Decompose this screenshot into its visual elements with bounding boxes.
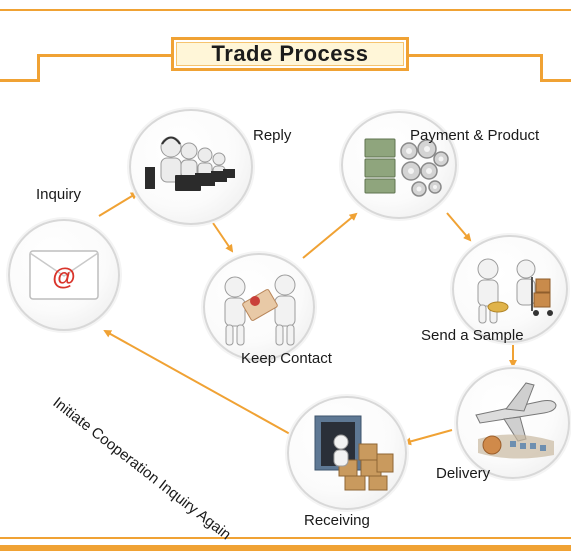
- arrow-keep-contact-to-payment: [302, 212, 358, 259]
- top-border-line: [0, 9, 571, 11]
- node-payment: [341, 111, 457, 219]
- header-bracket-right: [540, 79, 571, 82]
- arrow-reply-to-keep-contact: [212, 222, 234, 253]
- node-inquiry: @: [8, 219, 120, 331]
- label-payment: Payment & Product: [410, 127, 540, 144]
- header-bracket-right-top: [409, 54, 543, 57]
- handshake-figures-icon: [224, 274, 296, 346]
- bottom-border-line-thin: [0, 537, 571, 539]
- cargo-plane-icon: [475, 382, 557, 459]
- money-and-gears-icon: [364, 138, 449, 197]
- container-boxes-icon: [314, 415, 394, 491]
- label-delivery: Delivery: [436, 465, 491, 482]
- node-reply: [129, 109, 253, 225]
- label-receiving: Receiving: [304, 512, 370, 529]
- page-title: Trade Process: [211, 41, 369, 66]
- title-banner: Trade Process: [171, 37, 409, 71]
- label-reply: Reply: [253, 127, 292, 144]
- node-send-sample: [452, 235, 568, 343]
- node-keep-contact: [203, 253, 315, 361]
- node-delivery: [456, 367, 570, 479]
- arrow-inquiry-to-reply: [98, 191, 139, 217]
- arrow-loop-back: [103, 330, 291, 435]
- label-inquiry: Inquiry: [36, 186, 82, 203]
- header-bracket-right-post: [540, 54, 543, 82]
- node-receiving: [287, 396, 407, 510]
- figure-with-cart-icon: [477, 258, 553, 324]
- email-at-icon: @: [29, 250, 99, 300]
- arrow-payment-to-sample: [446, 212, 472, 242]
- label-send-sample: Send a Sample: [421, 327, 524, 344]
- label-keep-contact: Keep Contact: [241, 350, 332, 367]
- bottom-border-line-thick: [0, 545, 571, 551]
- call-center-operators-icon: [145, 136, 235, 191]
- header-bracket-left: [0, 79, 40, 82]
- arrow-delivery-to-receiving: [403, 429, 453, 446]
- header-bracket-left-post: [37, 54, 40, 82]
- svg-text:@: @: [52, 264, 75, 291]
- header-bracket-left-top: [37, 54, 171, 57]
